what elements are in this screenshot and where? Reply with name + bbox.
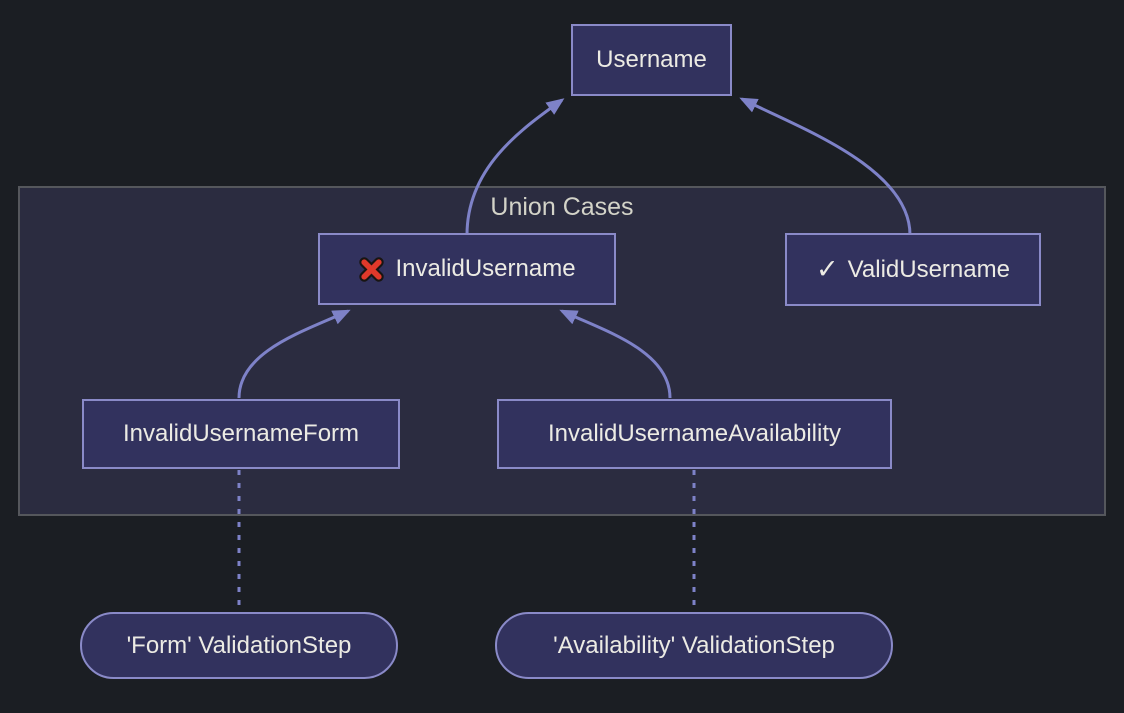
node-availability-validation-step-label: 'Availability' ValidationStep [553, 631, 835, 659]
node-invalid-username-label: InvalidUsername [395, 255, 576, 282]
node-form-validation-step-label: 'Form' ValidationStep [126, 631, 352, 659]
node-availability-validation-step: 'Availability' ValidationStep [495, 612, 893, 679]
node-invalid-username-availability-label: InvalidUsernameAvailability [547, 420, 842, 447]
node-username: Username [571, 24, 732, 96]
check-mark-icon: ✓ [816, 254, 839, 285]
node-invalid-username-form-label: InvalidUsernameForm [122, 420, 360, 447]
node-invalid-username: InvalidUsername [318, 233, 616, 305]
node-valid-username-label: ValidUsername [847, 255, 1010, 283]
node-invalid-username-availability: InvalidUsernameAvailability [497, 399, 892, 469]
node-username-label: Username [596, 46, 707, 73]
node-invalid-username-form: InvalidUsernameForm [82, 399, 400, 469]
node-form-validation-step: 'Form' ValidationStep [80, 612, 398, 679]
node-valid-username: ✓ ValidUsername [785, 233, 1041, 306]
cross-mark-icon [358, 256, 385, 283]
